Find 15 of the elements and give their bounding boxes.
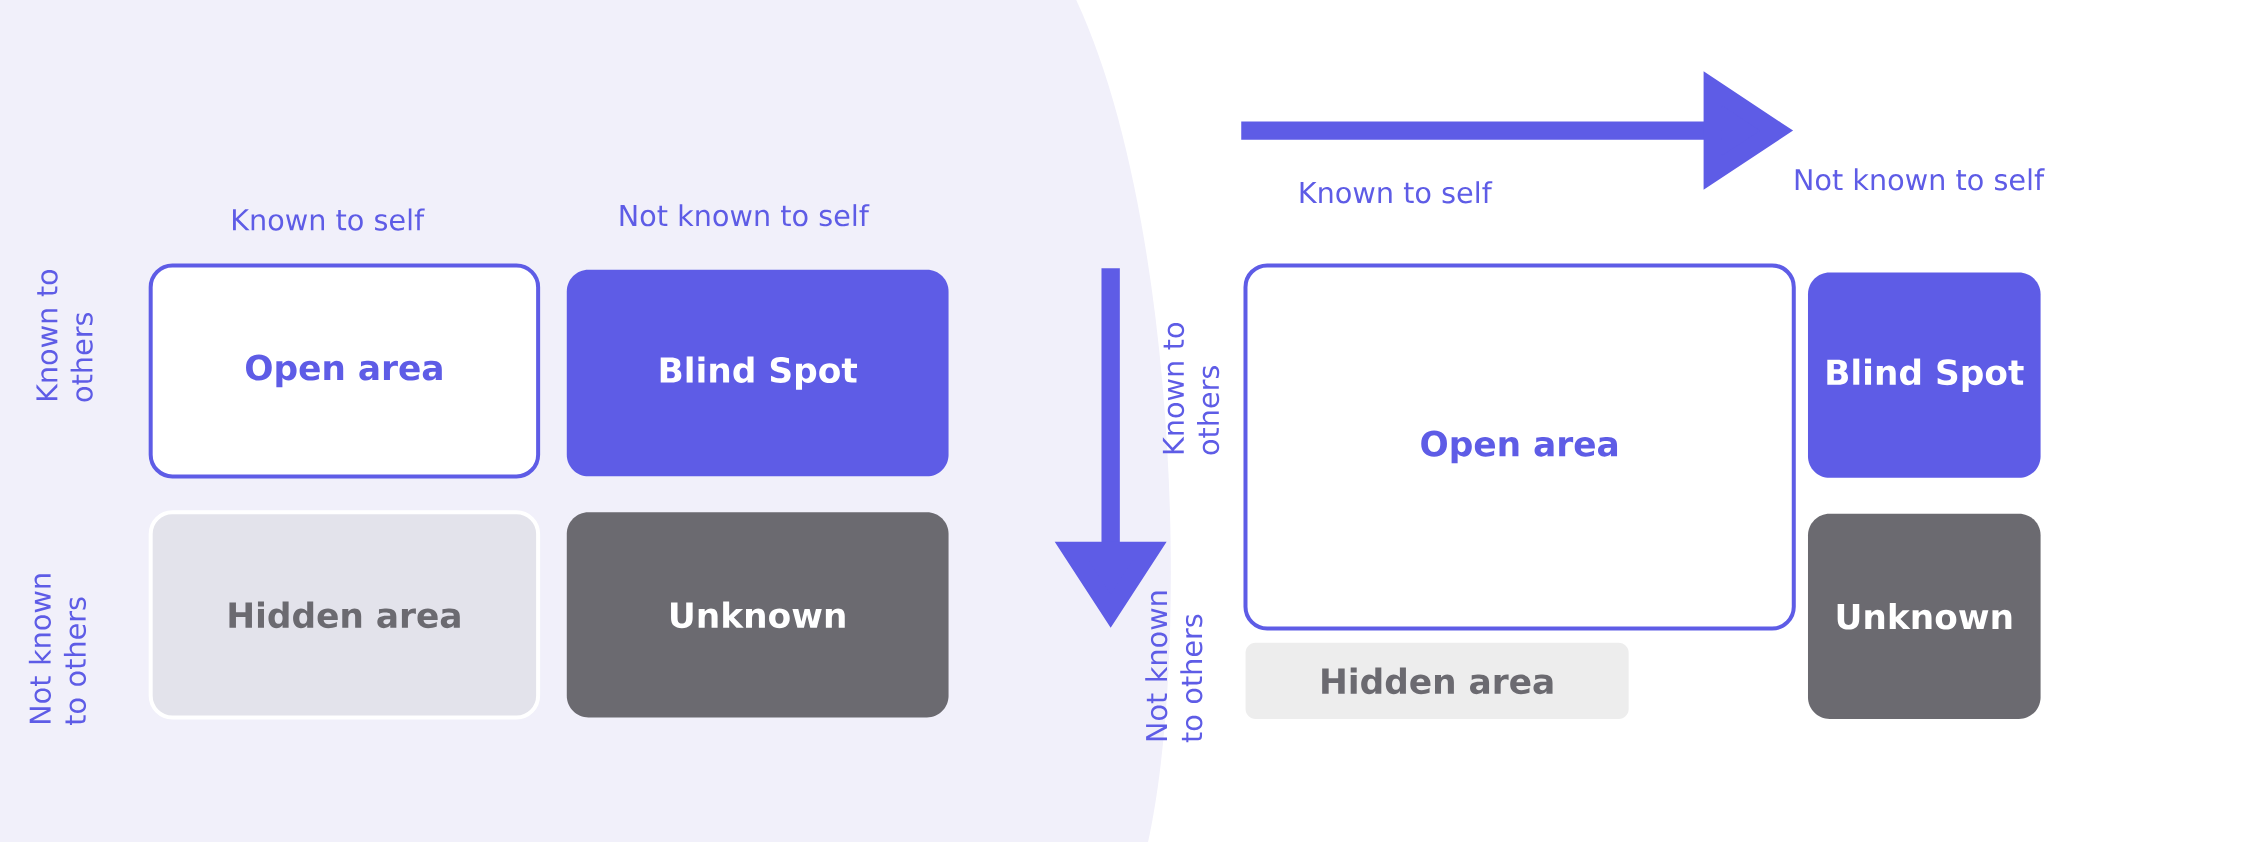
axis-label: Not known to self xyxy=(620,204,870,227)
axis-label: Known to self xyxy=(1300,181,1493,204)
axis-label: Known to others xyxy=(36,269,93,402)
quadrant-box: Unknown xyxy=(566,512,949,718)
quadrant-box: Unknown xyxy=(1808,513,2041,719)
axis-label: Not known to others xyxy=(1145,591,1203,743)
quadrant-box: Open area xyxy=(148,263,541,479)
axis-label: Known to self xyxy=(233,208,425,231)
quadrant-box: Blind Spot xyxy=(1808,272,2041,478)
quadrant-box: Hidden area xyxy=(148,510,541,720)
quadrant-box: Blind Spot xyxy=(566,269,949,477)
axis-label: Not known to others xyxy=(28,574,87,725)
quadrant-box: Hidden area xyxy=(1245,642,1629,719)
quadrant-box: Open area xyxy=(1243,263,1796,631)
axis-label: Not known to self xyxy=(1795,168,2045,191)
